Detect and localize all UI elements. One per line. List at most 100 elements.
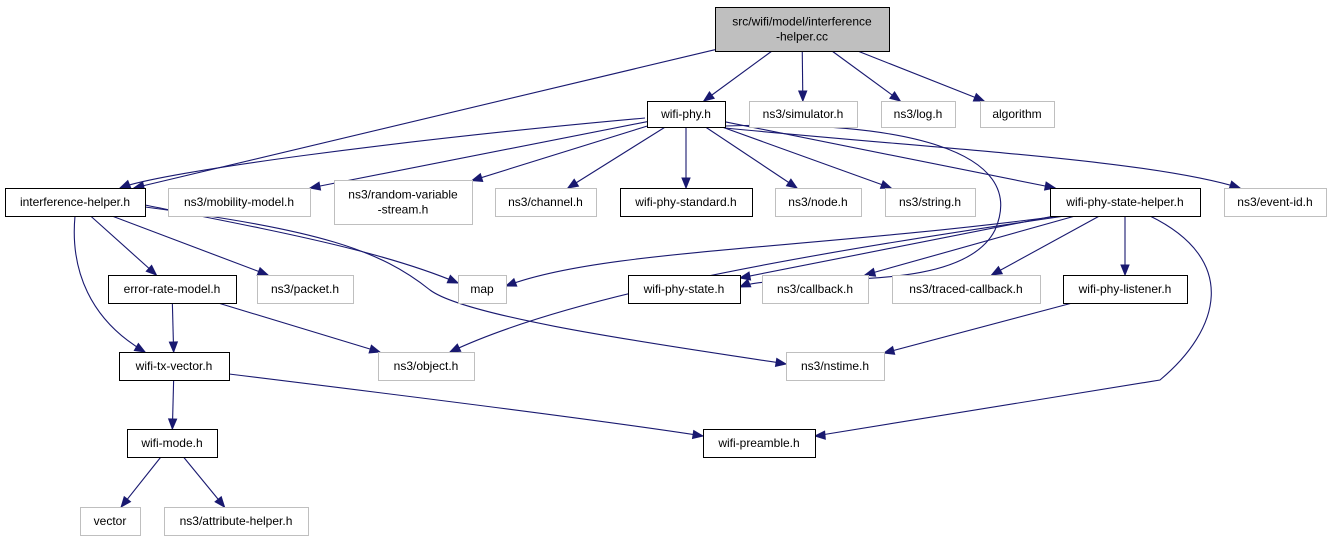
arrowhead (168, 341, 179, 354)
edge-line (703, 50, 773, 102)
node-label: wifi-phy-listener.h (1078, 282, 1172, 296)
node-wifi-phy-listener[interactable]: wifi-phy-listener.h (1063, 275, 1188, 304)
edge-line (724, 127, 1241, 189)
node-wifi-preamble[interactable]: wifi-preamble.h (703, 429, 816, 458)
arrowhead (446, 274, 460, 284)
edge-line (218, 302, 380, 353)
node-wifi-phy-standard[interactable]: wifi-phy-standard.h (620, 188, 753, 217)
node-box (786, 352, 885, 381)
edge-line (567, 126, 666, 189)
node-error-rate-model[interactable]: error-rate-model.h (108, 275, 237, 304)
edge-line (133, 49, 716, 189)
node-channel: ns3/channel.h (495, 188, 597, 217)
edge-interference-helper-to-error-rate-model (90, 215, 158, 276)
edge-wifi-phy-state-helper-to-traced-callback (990, 215, 1100, 276)
arrowhead (256, 266, 270, 276)
edge-wifi-mode-to-attribute-helper (183, 456, 226, 509)
edge-error-rate-model-to-object (218, 302, 382, 354)
arrowhead (566, 178, 580, 189)
node-wifi-tx-vector[interactable]: wifi-tx-vector.h (119, 352, 230, 381)
node-map: map (458, 275, 507, 304)
arrowhead (990, 265, 1004, 276)
edge-wifi-phy-state-helper-to-callback (863, 215, 1076, 277)
node-box (775, 188, 862, 217)
node-box (80, 507, 141, 536)
node-wifi-phy[interactable]: wifi-phy.h (647, 101, 726, 128)
edges-layer (73, 49, 1242, 509)
edge-wifi-phy-to-channel (566, 126, 666, 189)
node-box (257, 275, 354, 304)
arrowhead (797, 90, 808, 103)
node-vector: vector (80, 507, 141, 536)
node-box (892, 275, 1041, 304)
node-box (495, 188, 597, 217)
edge-line (120, 456, 162, 508)
node-label: wifi-tx-vector.h (135, 359, 213, 373)
node-root[interactable]: src/wifi/model/interference-helper.cc (715, 7, 890, 52)
arrowhead (882, 345, 896, 355)
node-box (168, 188, 311, 217)
edge-line (505, 215, 1061, 287)
edge-wifi-phy-state-helper-to-map (504, 215, 1061, 287)
arrowhead (681, 177, 691, 190)
node-box (127, 429, 218, 458)
arrowhead (167, 418, 178, 431)
edge-wifi-phy-state-helper-to-wifi-phy-listener (1120, 216, 1130, 277)
node-label: ns3/callback.h (777, 282, 853, 296)
arrowhead (738, 278, 752, 288)
edge-root-to-wifi-phy (702, 50, 773, 102)
edge-line (90, 215, 157, 276)
edge-line (724, 121, 1056, 189)
arrowhead (879, 179, 893, 189)
edge-line (831, 50, 901, 102)
edge-wifi-tx-vector-to-wifi-mode (167, 379, 178, 431)
node-callback: ns3/callback.h (762, 275, 869, 304)
node-label: ns3/event-id.h (1237, 195, 1312, 209)
node-wifi-phy-state[interactable]: wifi-phy-state.h (628, 275, 741, 304)
node-box (885, 188, 976, 217)
node-node: ns3/node.h (775, 188, 862, 217)
node-wifi-phy-state-helper[interactable]: wifi-phy-state-helper.h (1050, 188, 1201, 217)
edge-line (864, 215, 1076, 276)
node-box (164, 507, 309, 536)
node-box (334, 180, 473, 225)
node-box (762, 275, 869, 304)
node-label: ns3/string.h (899, 195, 961, 209)
node-box (620, 188, 753, 217)
node-label: ns3/object.h (394, 359, 459, 373)
node-label: ns3/mobility-model.h (184, 195, 294, 209)
node-random-variable: ns3/random-variable-stream.h (334, 180, 473, 225)
edge-interference-helper-to-wifi-tx-vector (73, 215, 147, 353)
edge-wifi-tx-vector-to-wifi-preamble (228, 373, 705, 440)
node-label: ns3/node.h (788, 195, 847, 209)
edge-line (721, 126, 892, 189)
node-box (703, 429, 816, 458)
node-label: error-rate-model.h (124, 282, 221, 296)
node-label: -stream.h (378, 203, 429, 217)
edge-interference-helper-to-packet (111, 215, 270, 276)
edge-line (119, 117, 646, 189)
node-label: map (470, 282, 494, 296)
edge-line (309, 121, 648, 189)
node-label: wifi-phy-state-helper.h (1065, 195, 1183, 209)
node-label: src/wifi/model/interference (732, 15, 872, 29)
edge-root-to-simulator (797, 50, 808, 103)
arrowhead (863, 267, 877, 277)
arrowhead (145, 264, 158, 276)
edge-wifi-phy-state-helper-to-wifi-preamble (813, 215, 1212, 440)
node-box (458, 275, 507, 304)
node-box (1063, 275, 1188, 304)
arrowhead (1228, 180, 1242, 190)
edge-line (228, 373, 704, 437)
edge-error-rate-model-to-wifi-tx-vector (168, 302, 179, 354)
node-label: wifi-phy.h (660, 107, 711, 121)
node-label: ns3/random-variable (348, 188, 458, 202)
arrowhead (1120, 264, 1130, 277)
node-label: ns3/simulator.h (763, 107, 844, 121)
arrowhead (702, 90, 716, 102)
node-interference-helper[interactable]: interference-helper.h (5, 188, 146, 217)
edge-line (73, 215, 146, 353)
node-box (1224, 188, 1327, 217)
node-wifi-mode[interactable]: wifi-mode.h (127, 429, 218, 458)
